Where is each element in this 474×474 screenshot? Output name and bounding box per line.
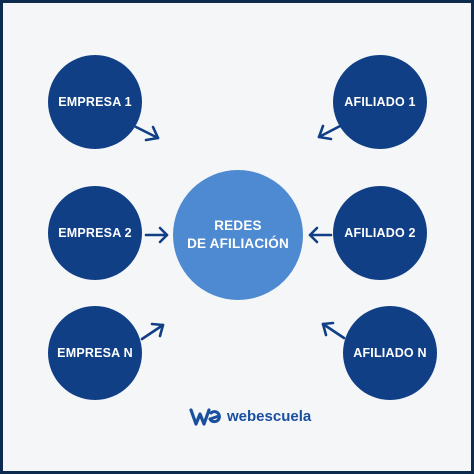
node-empresa-n: EMPRESA N — [48, 306, 142, 400]
node-empresa-1: EMPRESA 1 — [48, 55, 142, 149]
webescuela-logo: webescuela — [189, 405, 311, 427]
logo-text: webescuela — [227, 407, 312, 425]
webescuela-we-logo-icon — [189, 408, 221, 426]
center-label-line1: REDES — [214, 218, 262, 233]
arrow-empresa-2-icon — [144, 226, 169, 244]
arrow-afiliado-2-icon — [308, 226, 333, 244]
node-afiliado-n: AFILIADO N — [343, 306, 437, 400]
node-afiliado-2: AFILIADO 2 — [333, 186, 427, 280]
node-label: EMPRESA N — [57, 346, 133, 360]
node-redes-de-afiliacion: REDES DE AFILIACIÓN — [173, 170, 303, 300]
node-label: EMPRESA 1 — [58, 95, 132, 109]
node-label: EMPRESA 2 — [58, 226, 132, 240]
node-label: AFILIADO N — [353, 346, 427, 360]
arrow-empresa-n-icon — [140, 322, 165, 341]
arrow-afiliado-1-icon — [317, 123, 344, 141]
node-empresa-2: EMPRESA 2 — [48, 186, 142, 280]
center-label-line2: DE AFILIACIÓN — [187, 236, 289, 251]
connector-arrows — [134, 123, 346, 341]
node-label: AFILIADO 2 — [344, 226, 416, 240]
node-label: AFILIADO 1 — [344, 95, 416, 109]
arrow-empresa-1-icon — [134, 125, 160, 142]
arrow-afiliado-n-icon — [321, 321, 346, 340]
node-afiliado-1: AFILIADO 1 — [333, 55, 427, 149]
